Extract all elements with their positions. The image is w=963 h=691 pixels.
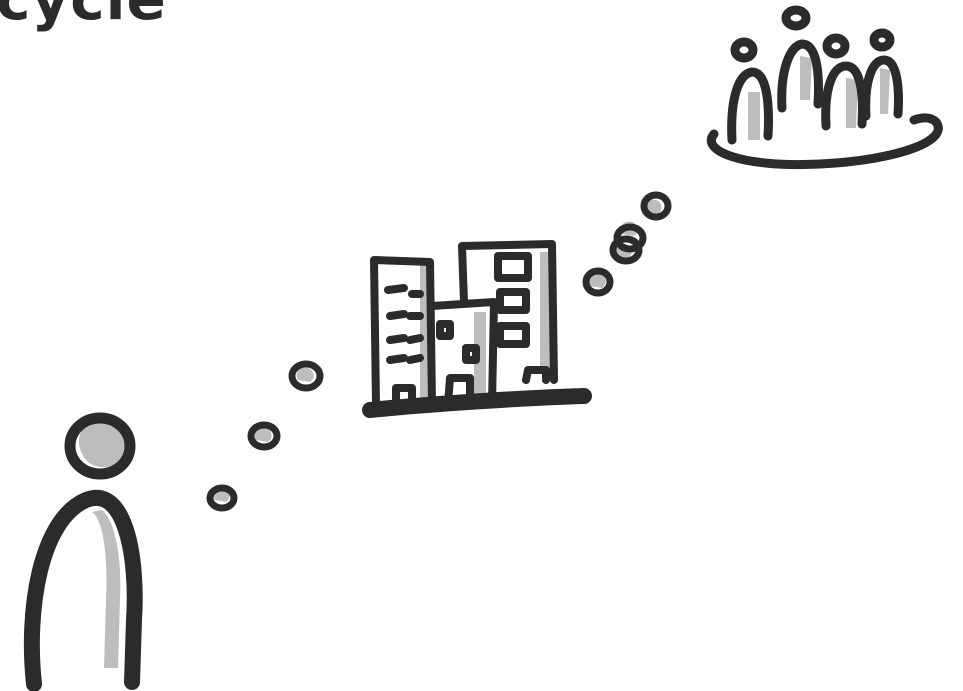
building-icon — [370, 244, 584, 410]
path-dot — [617, 222, 643, 249]
path-dot — [210, 488, 234, 508]
path-dot — [292, 364, 320, 388]
person-body — [32, 498, 135, 684]
person-head — [70, 418, 133, 474]
group-icon — [711, 10, 938, 165]
dotted-path-upper — [586, 195, 668, 293]
dotted-path-lower — [210, 364, 320, 508]
path-dot — [586, 271, 610, 293]
path-dot — [644, 195, 668, 217]
person-icon — [32, 418, 135, 684]
path-dot — [251, 425, 277, 447]
